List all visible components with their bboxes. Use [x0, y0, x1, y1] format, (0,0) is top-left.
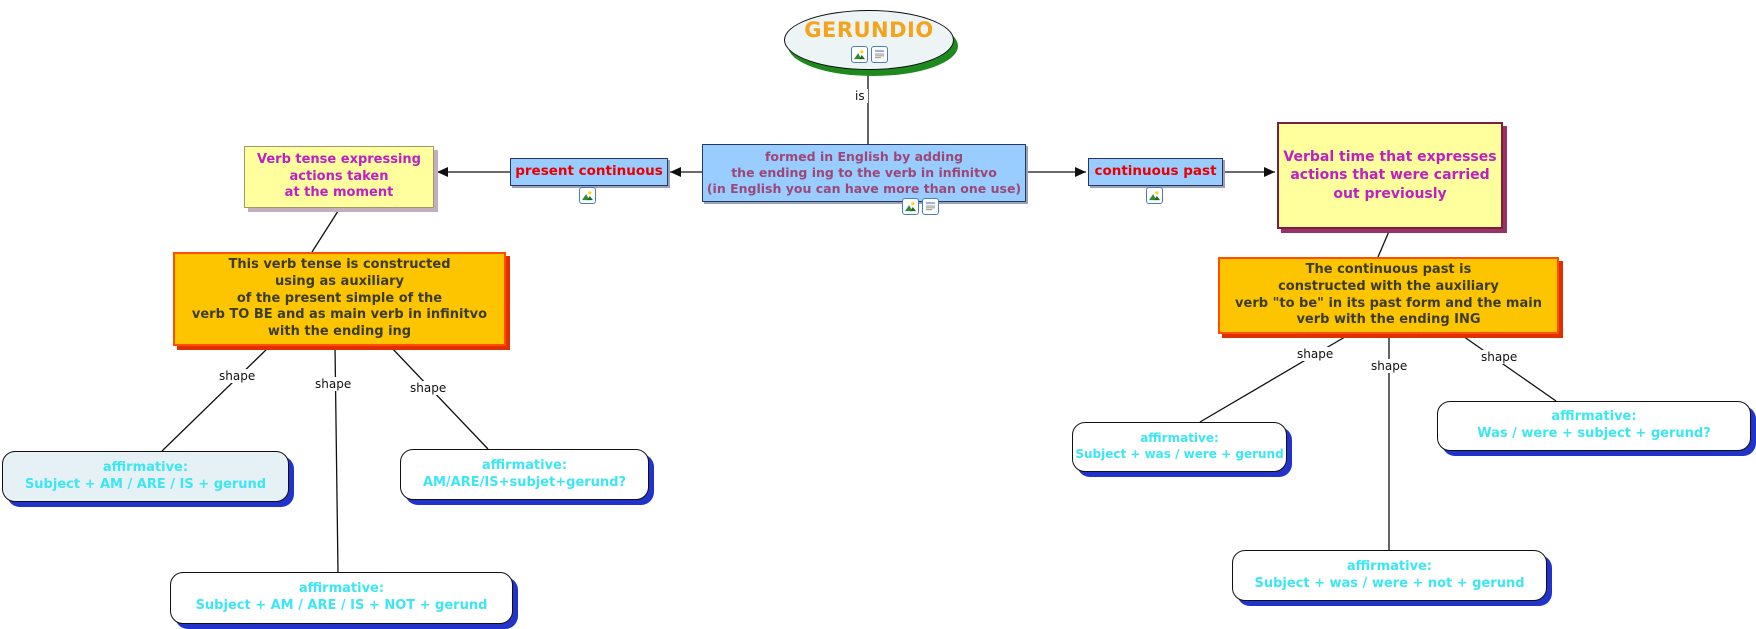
image-resource-icon[interactable] — [850, 45, 868, 63]
edge-right-definition-to-construction — [1377, 228, 1391, 258]
left-negative-node[interactable]: affirmative: Subject + AM / ARE / IS + N… — [170, 572, 513, 624]
right-definition-line-2: actions that were carried — [1290, 167, 1490, 184]
link-label-shape[interactable]: shape — [407, 381, 450, 395]
right-negative-heading: affirmative: — [1346, 558, 1433, 574]
left-affirmative-heading: affirmative: — [102, 459, 189, 475]
right-negative-node[interactable]: affirmative: Subject + was / were + not … — [1232, 550, 1547, 601]
edge-right-shape-question — [1459, 333, 1557, 402]
right-negative-formula: Subject + was / were + not + gerund — [1254, 575, 1525, 591]
center-node[interactable]: formed in English by adding the ending i… — [702, 144, 1026, 202]
link-label-is[interactable]: is — [852, 89, 868, 103]
link-node-present-continuous[interactable]: present continuous — [510, 158, 668, 186]
left-question-formula: AM/ARE/IS+subjet+gerund? — [422, 474, 627, 490]
right-construction-line-2: constructed with the auxiliary — [1278, 278, 1499, 294]
left-question-heading: affirmative: — [481, 457, 568, 473]
right-construction-line-4: verb with the ending ING — [1296, 312, 1481, 328]
left-negative-formula: Subject + AM / ARE / IS + NOT + gerund — [195, 598, 488, 613]
link-label-shape[interactable]: shape — [1478, 350, 1521, 364]
left-negative-heading: affirmative: — [298, 581, 385, 597]
continuous-past-label: continuous past — [1094, 163, 1217, 180]
link-label-shape[interactable]: shape — [312, 377, 355, 391]
left-definition-line-2: actions taken — [289, 168, 389, 184]
right-affirmative-node[interactable]: affirmative: Subject + was / were + geru… — [1072, 422, 1287, 472]
left-construction-line-4: verb TO BE and as main verb in infinitvo — [191, 307, 488, 323]
right-construction-line-3: verb "to be" in its past form and the ma… — [1235, 295, 1542, 311]
left-question-node[interactable]: affirmative: AM/ARE/IS+subjet+gerund? — [400, 449, 649, 500]
link-label-shape[interactable]: shape — [216, 369, 259, 383]
present-continuous-resource-icons — [579, 187, 596, 204]
text-resource-icon[interactable] — [870, 45, 888, 63]
left-construction-line-5: with the ending ing — [267, 324, 412, 340]
link-label-shape[interactable]: shape — [1294, 347, 1337, 361]
center-line-2: the ending ing to the verb in infinitvo — [731, 164, 997, 180]
right-definition-line-1: Verbal time that expresses — [1283, 149, 1497, 166]
root-resource-icons — [850, 45, 888, 63]
right-construction-node[interactable]: The continuous past is constructed with … — [1218, 257, 1559, 334]
edge-left-shape-question — [389, 345, 489, 450]
right-construction-line-1: The continuous past is — [1305, 261, 1472, 277]
center-line-3: (in English you can have more than one u… — [706, 181, 1022, 197]
center-line-1: formed in English by adding — [764, 148, 964, 164]
link-node-continuous-past[interactable]: continuous past — [1088, 158, 1223, 186]
edge-left-shape-affirmative — [161, 345, 271, 452]
right-question-formula: Was / were + subject + gerund? — [1477, 426, 1711, 441]
present-continuous-label: present continuous — [515, 163, 663, 180]
image-resource-icon[interactable] — [902, 198, 919, 215]
left-construction-line-1: This verb tense is constructed — [228, 256, 451, 272]
right-definition-line-3: out previously — [1333, 185, 1447, 202]
left-definition-line-3: at the moment — [284, 185, 394, 201]
left-definition-line-1: Verb tense expressing — [256, 151, 421, 167]
edge-left-definition-to-construction — [311, 207, 341, 253]
text-resource-icon[interactable] — [922, 198, 939, 215]
right-question-node[interactable]: affirmative: Was / were + subject + geru… — [1437, 401, 1751, 451]
right-definition-node[interactable]: Verbal time that expresses actions that … — [1277, 122, 1503, 229]
left-construction-line-3: of the present simple of the — [236, 290, 443, 306]
left-construction-line-2: using as auxiliary — [274, 273, 404, 289]
left-construction-node[interactable]: This verb tense is constructed using as … — [173, 252, 506, 346]
right-affirmative-formula: Subject + was / were + gerund — [1075, 447, 1284, 461]
link-label-shape[interactable]: shape — [1368, 359, 1411, 373]
image-resource-icon[interactable] — [579, 187, 596, 204]
root-title: GERUNDIO — [804, 18, 934, 43]
root-node-gerundio[interactable]: GERUNDIO — [784, 10, 954, 70]
continuous-past-resource-icons — [1146, 187, 1163, 204]
left-affirmative-formula: Subject + AM / ARE / IS + gerund — [24, 476, 267, 492]
right-question-heading: affirmative: — [1551, 409, 1637, 425]
center-resource-icons — [902, 198, 939, 215]
image-resource-icon[interactable] — [1146, 187, 1163, 204]
left-affirmative-node[interactable]: affirmative: Subject + AM / ARE / IS + g… — [2, 451, 289, 502]
right-affirmative-heading: affirmative: — [1140, 431, 1219, 446]
left-definition-node[interactable]: Verb tense expressing actions taken at t… — [244, 146, 434, 208]
